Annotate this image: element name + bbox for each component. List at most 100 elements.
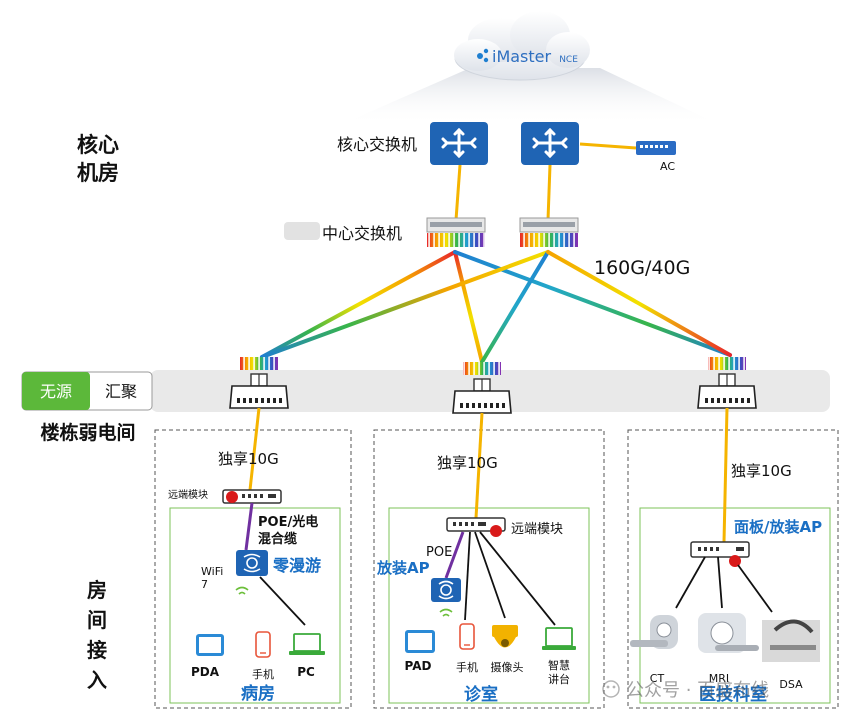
wifi-ap-icon: [438, 580, 454, 600]
clinic-remote-module-label: 远端模块: [511, 522, 563, 537]
svg-text:独享10G: 独享10G: [218, 450, 279, 468]
ward-device-pc: PC: [297, 665, 315, 679]
center-switch-left[interactable]: [426, 217, 486, 247]
svg-text:PC: PC: [297, 665, 315, 679]
svg-text:独享10G: 独享10G: [437, 454, 498, 472]
svg-text:CT: CT: [650, 672, 665, 685]
core-room-label-2: 机房: [77, 161, 119, 185]
agg-switch-2[interactable]: [452, 362, 512, 414]
svg-text:7: 7: [201, 578, 208, 591]
center-switch-right[interactable]: [519, 217, 579, 247]
clinic-title: 诊室: [464, 684, 498, 705]
medtech-device-dsa: DSA: [779, 678, 803, 691]
room-access-label-3: 接: [87, 638, 107, 662]
clinic-device-camera: 摄像头: [491, 660, 524, 674]
medtech-uplink-label: 独享10G: [731, 462, 792, 480]
agg-switch-1[interactable]: [229, 357, 289, 409]
clinic-ap[interactable]: [431, 578, 461, 602]
clinic-zone: [373, 429, 605, 709]
svg-text:诊室: 诊室: [464, 684, 498, 705]
clinic-poe-label: POE: [426, 545, 452, 560]
camera-icon: [492, 625, 518, 648]
center-switch-label: 中心交换机: [322, 224, 402, 243]
clinic-device-podium-2: 讲台: [548, 672, 570, 686]
ward-remote-module-label: 远端模块: [168, 488, 208, 501]
clinic-links: [444, 531, 556, 626]
svg-text:MRI: MRI: [709, 672, 729, 685]
ward-cable-label-2: 混合缆: [258, 531, 297, 547]
clinic-device-pad: PAD: [405, 659, 432, 673]
ward-ap[interactable]: [236, 550, 268, 576]
svg-text:机房: 机房: [77, 161, 119, 185]
svg-text:无源: 无源: [40, 382, 72, 401]
core-switch-label: 核心交换机: [337, 135, 417, 154]
ward-wifi-label: WiFi: [201, 565, 223, 578]
bandwidth-label: 160G/40G: [594, 257, 690, 279]
svg-text:中心交换机: 中心交换机: [322, 224, 402, 243]
aggregate-label: 汇聚: [105, 382, 137, 401]
svg-text:混合缆: 混合缆: [258, 531, 297, 547]
room-access-label-4: 入: [87, 668, 107, 692]
clinic-uplink-label: 独享10G: [437, 454, 498, 472]
room-uplinks: [248, 407, 729, 543]
dsa-machine-icon: [762, 619, 820, 662]
router-arrows-icon: [532, 127, 568, 159]
ward-remote-module[interactable]: [222, 489, 282, 504]
core-switch-left[interactable]: [430, 122, 488, 165]
ac-controller[interactable]: [636, 141, 676, 155]
ward-wifi-version: 7: [201, 578, 208, 591]
medtech-panel-ap-device[interactable]: [690, 541, 750, 567]
podium-icon: [542, 627, 576, 650]
svg-text:iMaster NCE: iMaster NCE: [492, 47, 578, 66]
ac-label: AC: [660, 160, 675, 173]
fiber-links: [260, 250, 732, 364]
svg-text:DSA: DSA: [779, 678, 803, 691]
medtech-title: 医技科室: [699, 684, 767, 705]
phone-icon: [459, 623, 475, 650]
watermark-text: 公众号 · 百盛布线: [626, 680, 769, 701]
medtech-device-mri: MRI: [709, 672, 729, 685]
clinic-device-podium-1: 智慧: [548, 658, 570, 672]
svg-text:POE/光电: POE/光电: [258, 514, 318, 530]
core-switch-right[interactable]: [521, 122, 579, 165]
clinic-ap-type: 放装AP: [376, 559, 430, 577]
svg-text:独享10G: 独享10G: [731, 462, 792, 480]
svg-text:WiFi: WiFi: [201, 565, 223, 578]
svg-text:远端模块: 远端模块: [511, 522, 563, 537]
passive-label: 无源: [40, 382, 72, 401]
ct-scanner-icon: [630, 615, 678, 649]
clinic-device-phone: 手机: [456, 660, 478, 674]
ward-title: 病房: [241, 683, 275, 704]
svg-text:病房: 病房: [241, 683, 275, 704]
agg-switch-3[interactable]: [697, 357, 757, 409]
svg-text:间: 间: [87, 608, 107, 632]
room-access-label-1: 房: [87, 578, 107, 602]
ward-device-link: [259, 576, 306, 626]
ward-poe-cable: [244, 502, 254, 551]
clinic-wifi-signal-icon: [439, 608, 453, 617]
ward-ap-feature: 零漫游: [272, 556, 321, 575]
ward-zone: [154, 429, 352, 709]
clinic-remote-module[interactable]: [446, 517, 506, 537]
svg-text:远端模块: 远端模块: [168, 488, 208, 501]
svg-text:手机: 手机: [252, 667, 274, 681]
ward-cable-label-1: POE/光电: [258, 514, 318, 530]
svg-text:面板/放装AP: 面板/放装AP: [734, 518, 822, 536]
phone-icon: [255, 631, 271, 658]
laptop-icon: [289, 633, 325, 655]
ward-device-phone: 手机: [252, 667, 274, 681]
medtech-panel-ap: 面板/放装AP: [734, 518, 822, 536]
imaster-cloud: iMaster NCE: [454, 11, 590, 81]
svg-text:核心交换机: 核心交换机: [337, 135, 417, 154]
svg-text:AC: AC: [660, 160, 675, 173]
core-links: [454, 142, 637, 221]
ward-inner: [169, 507, 341, 704]
medtech-links: [675, 556, 773, 613]
mri-scanner-icon: [698, 613, 759, 653]
svg-text:汇聚: 汇聚: [105, 382, 137, 401]
tablet-icon: [196, 634, 224, 656]
svg-text:讲台: 讲台: [548, 672, 570, 686]
svg-text:房: 房: [87, 578, 107, 602]
svg-text:智慧: 智慧: [548, 658, 570, 672]
core-room-label-1: 核心: [77, 133, 119, 157]
